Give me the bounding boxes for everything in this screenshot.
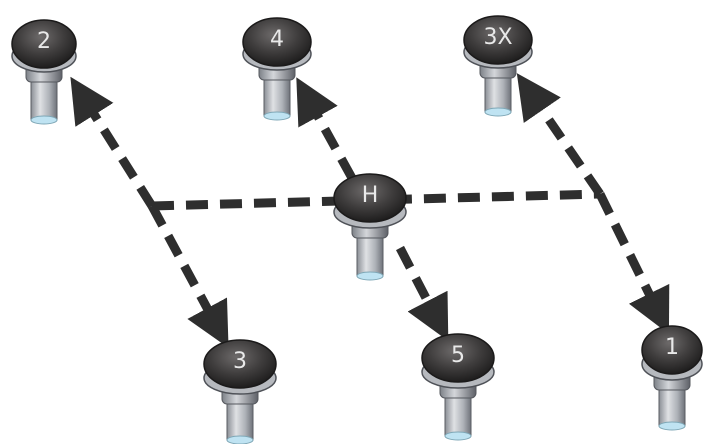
- knob-1: 1: [642, 326, 702, 430]
- knob-5: 5: [422, 334, 494, 440]
- gate-line-3x: [527, 88, 600, 194]
- gate-line-5: [400, 248, 440, 325]
- gate-line-4: [305, 93, 352, 178]
- gate-line-3: [152, 206, 220, 332]
- gate-line-1: [600, 194, 661, 318]
- knob-h-label: H: [362, 183, 379, 208]
- knob-4: 4: [243, 18, 311, 120]
- knob-2: 2: [12, 20, 76, 124]
- knob-5-label: 5: [451, 343, 465, 368]
- knob-2-label: 2: [37, 29, 51, 54]
- knob-3x: 3X: [464, 16, 532, 116]
- knob-3x-label: 3X: [483, 25, 512, 50]
- knob-h: H: [334, 174, 406, 280]
- knob-3-label: 3: [233, 349, 247, 374]
- knob-4-label: 4: [270, 27, 284, 52]
- gate-line-2: [80, 92, 152, 206]
- knob-3: 3: [204, 340, 276, 444]
- knob-1-label: 1: [665, 335, 679, 360]
